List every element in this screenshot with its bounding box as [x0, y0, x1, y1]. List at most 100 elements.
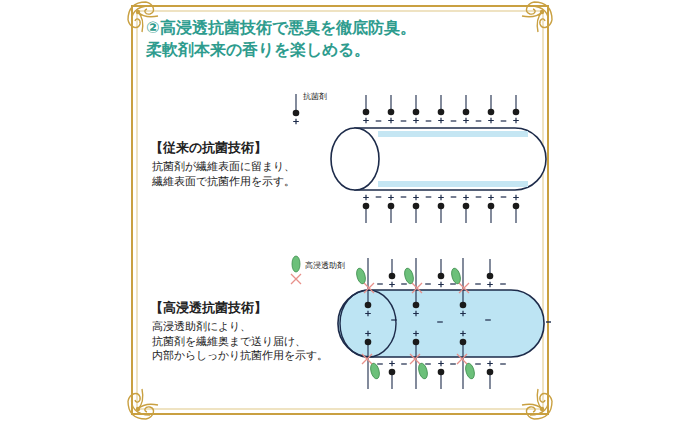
charge-minus	[451, 196, 457, 197]
charge-minus	[401, 283, 407, 284]
agent-dot	[488, 203, 495, 210]
agent-dot	[513, 109, 520, 116]
charge-plus	[438, 282, 444, 288]
agent-stem	[367, 258, 368, 302]
section-body: 高浸透助剤により、 抗菌剤を繊維奥まで送り届け、 内部からしっかり抗菌作用を示す…	[152, 319, 334, 363]
agent-stem	[515, 95, 516, 109]
agent-stem	[462, 345, 463, 389]
charge-plus	[389, 282, 395, 288]
agent-dot	[365, 302, 372, 309]
charge-minus	[475, 283, 481, 284]
charge-minus	[485, 319, 491, 320]
charge-plus	[460, 331, 466, 337]
section-heading: 【従来の抗菌技術】	[150, 140, 267, 156]
agent-stem	[415, 209, 416, 223]
charge-minus	[425, 283, 431, 284]
charge-plus	[365, 331, 371, 337]
agent-stem	[490, 95, 491, 109]
charge-minus	[500, 363, 506, 364]
agent-dot	[438, 273, 445, 280]
charge-plus	[513, 118, 519, 124]
agent-dot	[488, 109, 495, 116]
agent-dot	[388, 109, 395, 116]
agent-stem	[367, 345, 368, 389]
corner-ornament	[522, 2, 552, 32]
agent-stem	[391, 375, 392, 389]
charge-minus	[546, 321, 551, 322]
charge-plus	[463, 118, 469, 124]
agent-stem	[489, 259, 490, 273]
charge-minus	[376, 196, 382, 197]
agents	[291, 94, 519, 389]
agent-stem	[465, 209, 466, 223]
section-body: 抗菌剤が繊維表面に留まり、 繊維表面で抗菌作用を示す。	[152, 159, 302, 188]
agent-dot	[513, 203, 520, 210]
frame-inner	[137, 11, 543, 409]
section-heading: 【高浸透抗菌技術】	[150, 300, 267, 316]
agent-stem	[415, 95, 416, 109]
charge-minus	[377, 283, 383, 284]
fiber-body	[355, 128, 546, 190]
charge-minus	[451, 120, 457, 121]
agent-dot	[363, 203, 370, 210]
charge-plus	[463, 195, 469, 201]
penetrant-legs	[459, 283, 469, 293]
penetrant-legs	[364, 283, 374, 293]
agent-dot	[460, 302, 467, 309]
charge-plus	[460, 311, 466, 317]
charge-plus	[363, 118, 369, 124]
agent-dot	[389, 273, 396, 280]
charge-plus	[388, 118, 394, 124]
charge-plus	[488, 195, 494, 201]
fiber-surface-band	[378, 181, 528, 187]
charge-plus	[293, 119, 299, 125]
gold-frame	[128, 2, 552, 419]
penetrant-leaf	[369, 362, 381, 380]
agent-dot	[413, 339, 420, 346]
charge-minus	[476, 120, 482, 121]
charge-minus	[500, 283, 506, 284]
charge-plus	[487, 361, 493, 367]
penetrant-legs	[362, 354, 372, 364]
agent-stem	[391, 259, 392, 273]
charge-minus	[376, 120, 382, 121]
agent-dot	[487, 369, 494, 376]
fiber-penetrating	[338, 290, 551, 357]
charge-plus	[513, 195, 519, 201]
charge-minus	[450, 283, 456, 284]
corner-ornament	[128, 389, 158, 419]
charge-minus	[501, 120, 507, 121]
penetrant-leaf	[464, 362, 476, 380]
agent-dot	[487, 273, 494, 280]
charge-minus	[437, 321, 443, 322]
agent-dot	[460, 339, 467, 346]
charge-plus	[438, 118, 444, 124]
agent-dot	[463, 203, 470, 210]
penetrant-legs	[291, 274, 301, 284]
charge-minus	[377, 363, 383, 364]
page-title: ②高浸透抗菌技術で悪臭を徹底防臭。 柔軟剤本来の香りを楽しめる。	[146, 17, 456, 61]
fiber-body	[338, 290, 544, 357]
charge-plus	[365, 311, 371, 317]
agent-dot	[389, 369, 396, 376]
agent-dot	[413, 302, 420, 309]
charge-plus	[363, 195, 369, 201]
agent-dot	[438, 369, 445, 376]
charge-minus	[426, 120, 432, 121]
charge-plus	[389, 361, 395, 367]
agent-stem	[415, 345, 416, 389]
agent-dot	[438, 109, 445, 116]
agent-dot	[388, 203, 395, 210]
agent-dot	[413, 203, 420, 210]
charge-plus	[388, 195, 394, 201]
charge-minus	[425, 363, 431, 364]
agent-stem	[515, 209, 516, 223]
penetrant-legend-label: 高浸透助剤	[305, 261, 345, 271]
charge-minus	[401, 363, 407, 364]
charge-minus	[475, 363, 481, 364]
charge-minus	[391, 319, 397, 320]
agent-stem	[415, 258, 416, 302]
penetrant-legs	[457, 354, 467, 364]
charge-minus	[401, 120, 407, 121]
